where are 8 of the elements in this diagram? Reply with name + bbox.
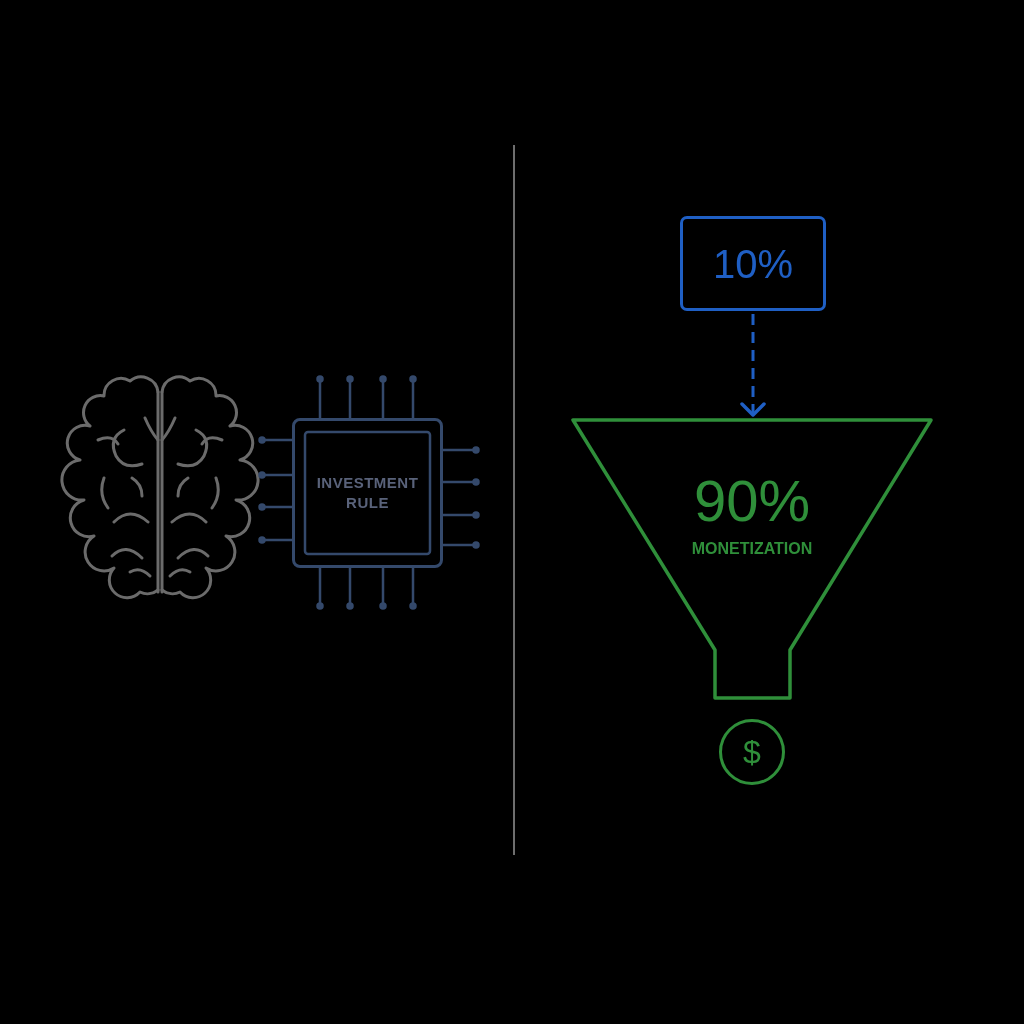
- funnel-label: MONETIZATION: [691, 540, 813, 558]
- percentage-value: 90%: [693, 472, 811, 530]
- funnel: [571, 418, 933, 702]
- coin-circle: [719, 719, 785, 785]
- percentage-box: [680, 216, 826, 311]
- dashed-arrow: [740, 314, 766, 417]
- percentage-value: 10%: [712, 243, 794, 284]
- currency-symbol: $: [743, 736, 761, 768]
